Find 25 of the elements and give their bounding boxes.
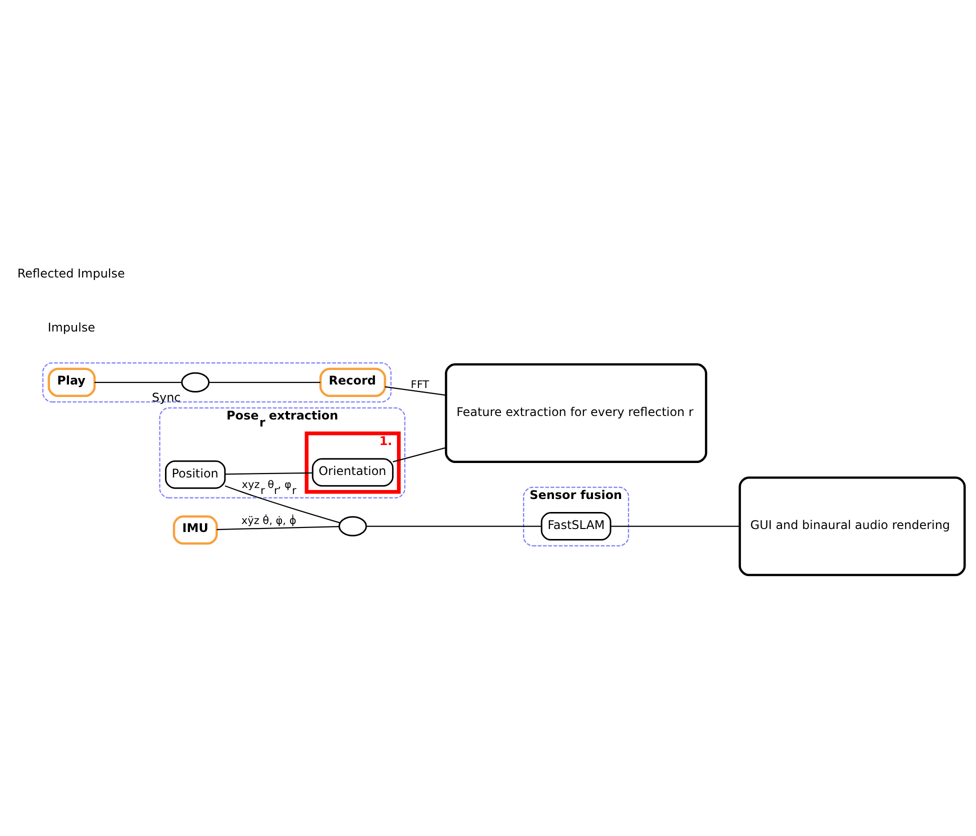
connector (384, 386, 446, 396)
cluster (42, 362, 392, 402)
node-circle (181, 372, 210, 393)
edge-label: xÿz θ̇, φ̇, ϕ̇ (241, 515, 296, 528)
connector (366, 526, 542, 527)
connector (610, 526, 740, 527)
node-box: Position (165, 460, 226, 489)
connector (94, 382, 182, 383)
node-box: IMU (172, 515, 218, 545)
connector (392, 447, 446, 462)
node-box: Orientation (312, 458, 394, 487)
node-box: FastSLAM (540, 512, 612, 541)
node-label: Sync (152, 390, 181, 404)
connector (224, 485, 340, 524)
node-box: Record (319, 368, 386, 398)
label: Reflected Impulse (17, 266, 125, 280)
connector (225, 472, 313, 475)
connector (208, 382, 320, 383)
node-circle (338, 516, 367, 536)
connector (216, 526, 340, 530)
edge-label: FFT (410, 378, 430, 391)
node-box: Feature extraction for every reflection r (444, 363, 708, 463)
node-box: Play (48, 368, 96, 398)
label: Impulse (48, 320, 96, 334)
node-box: GUI and binaural audio rendering (738, 476, 966, 576)
